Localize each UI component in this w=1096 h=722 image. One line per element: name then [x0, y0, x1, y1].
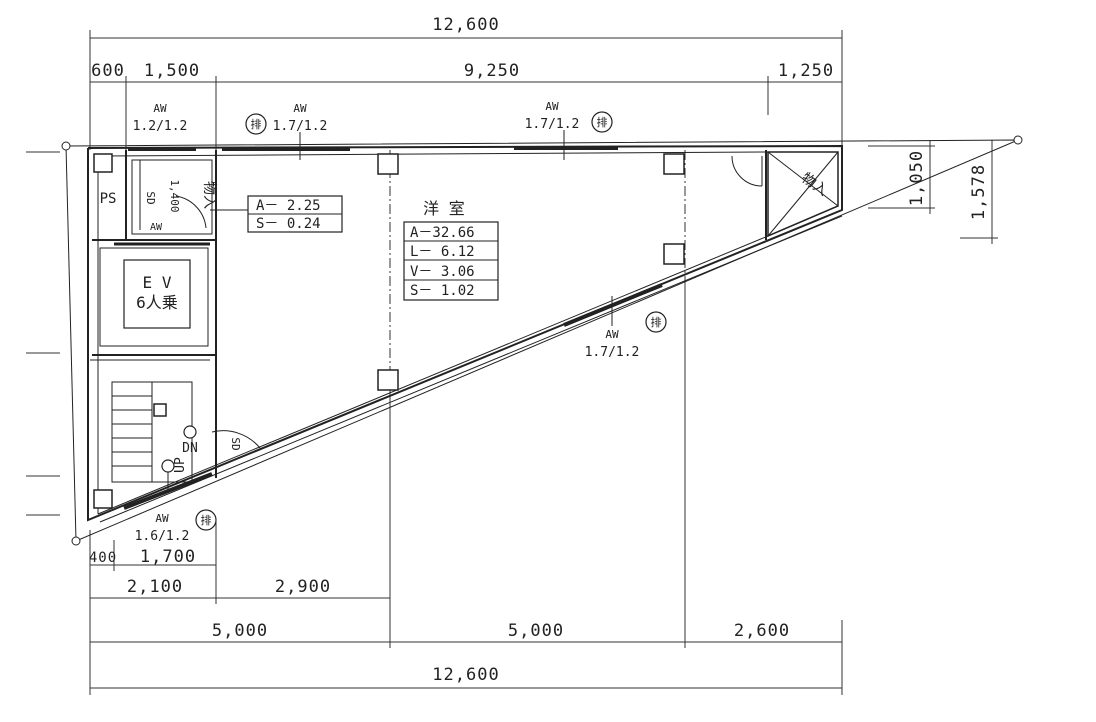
area-main-row: V－ 3.06: [410, 264, 475, 280]
vent-symbols: [161, 111, 667, 531]
column: [663, 153, 685, 175]
dim-bottom-2900: 2,900: [275, 577, 331, 597]
dim-top-total: 12,600: [432, 15, 499, 35]
room-storage-large: 物入: [798, 170, 830, 199]
column: [153, 403, 167, 417]
room-main: 洋 室: [423, 199, 465, 218]
dim-top-9250: 9,250: [464, 61, 520, 81]
window-diagonal-size: 1.7/1.2: [585, 345, 640, 360]
dim-right-1050: 1,050: [907, 150, 927, 206]
stair-dn: DN: [182, 441, 198, 456]
dim-bottom-total: 12,600: [432, 665, 499, 685]
dim-bottom-5000-b: 5,000: [508, 621, 564, 641]
dim-bottom-400: 400: [89, 550, 117, 566]
columns: [93, 153, 685, 509]
window-top-mid-size: 1.7/1.2: [273, 119, 328, 134]
area-table-small: A－ 2.25 S－ 0.24: [210, 195, 343, 233]
vent-icon: 排: [251, 117, 262, 131]
room-ev-line1: E V: [143, 273, 172, 292]
area-main-row: L－ 6.12: [410, 244, 475, 260]
window-top-right-size: 1.7/1.2: [525, 117, 580, 132]
dim-top-1250: 1,250: [778, 61, 834, 81]
window-top-left-size: 1.2/1.2: [133, 119, 188, 134]
dim-top-600: 600: [91, 61, 125, 81]
area-main-row: A－32.66: [410, 225, 475, 241]
window-diagonal-type: AW: [605, 328, 619, 341]
dim-bottom-1700: 1,700: [140, 547, 196, 567]
column: [93, 489, 113, 509]
room-ps: PS: [100, 191, 117, 207]
window-bottom-size: 1.6/1.2: [135, 529, 190, 544]
area-small-row: A－ 2.25: [256, 198, 321, 214]
window-top-left-type: AW: [153, 102, 167, 115]
column: [377, 153, 399, 175]
vent-icon: 排: [651, 315, 662, 329]
room-storage-small: 物入: [201, 181, 217, 209]
window-bottom-type: AW: [155, 512, 169, 525]
column: [663, 243, 685, 265]
vent-icon: 排: [201, 513, 212, 527]
dimension-lines: [26, 30, 998, 695]
area-small-row: S－ 0.24: [256, 216, 321, 232]
interior-walls: [90, 150, 839, 492]
area-table-main: A－32.66 L－ 6.12 V－ 3.06 S－ 1.02: [403, 221, 499, 301]
storage-small-door: SD: [144, 191, 157, 204]
stair-door: SD: [229, 437, 242, 450]
column: [377, 369, 399, 391]
area-main-row: S－ 1.02: [410, 283, 475, 299]
column: [93, 153, 113, 173]
dim-bottom-2600: 2,600: [734, 621, 790, 641]
vent-icon: 排: [597, 115, 608, 129]
window-top-right-type: AW: [545, 100, 559, 113]
storage-small-depth: 1,400: [168, 179, 181, 212]
storage-small-window: AW: [150, 222, 163, 233]
dim-bottom-5000-a: 5,000: [212, 621, 268, 641]
room-ev-line2: 6人乗: [136, 293, 178, 312]
dim-top-1500: 1,500: [144, 61, 200, 81]
dim-right-1578: 1,578: [969, 164, 989, 220]
window-top-mid-type: AW: [293, 102, 307, 115]
stair-up: UP: [173, 457, 188, 473]
dim-bottom-2100: 2,100: [127, 577, 183, 597]
